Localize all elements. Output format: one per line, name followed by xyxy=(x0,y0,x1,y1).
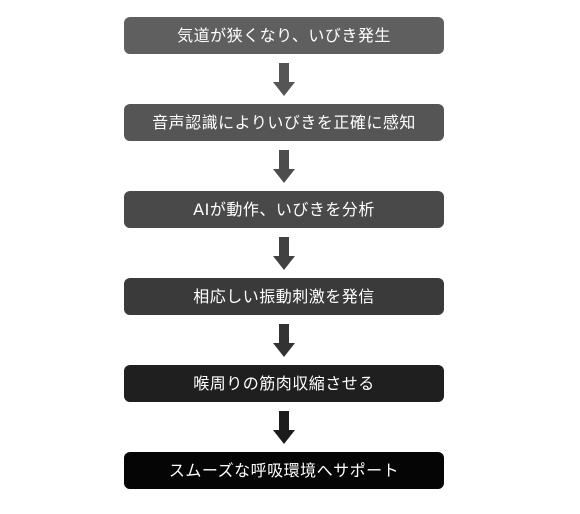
arrow-4 xyxy=(124,315,444,365)
step-voice-recognition: 音声認識によりいびきを正確に感知 xyxy=(124,104,444,141)
arrow-5 xyxy=(124,402,444,452)
down-arrow-icon xyxy=(273,149,295,183)
down-arrow-icon xyxy=(273,62,295,96)
step-smooth-breathing-support: スムーズな呼吸環境へサポート xyxy=(124,452,444,489)
step-snoring-occurs: 気道が狭くなり、いびき発生 xyxy=(124,17,444,54)
flowchart: 気道が狭くなり、いびき発生 音声認識によりいびきを正確に感知 AIが動作、いびき… xyxy=(124,17,444,489)
arrow-3 xyxy=(124,228,444,278)
down-arrow-icon xyxy=(273,323,295,357)
down-arrow-icon xyxy=(273,410,295,444)
down-arrow-icon xyxy=(273,236,295,270)
step-throat-muscle-contraction: 喉周りの筋肉収縮させる xyxy=(124,365,444,402)
step-ai-analysis: AIが動作、いびきを分析 xyxy=(124,191,444,228)
step-vibration-stimulus: 相応しい振動刺激を発信 xyxy=(124,278,444,315)
arrow-1 xyxy=(124,54,444,104)
arrow-2 xyxy=(124,141,444,191)
